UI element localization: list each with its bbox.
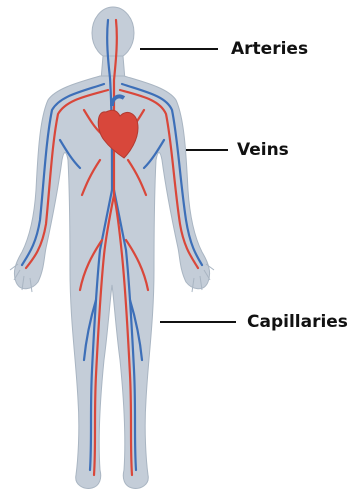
arteries-leader-line xyxy=(140,48,218,50)
veins-label: Veins xyxy=(237,140,289,160)
capillaries-label: Capillaries xyxy=(247,312,348,332)
arteries-label: Arteries xyxy=(231,39,308,59)
body-silhouette xyxy=(14,7,209,488)
veins-leader-line xyxy=(186,149,228,151)
capillaries-leader-line xyxy=(160,321,236,323)
